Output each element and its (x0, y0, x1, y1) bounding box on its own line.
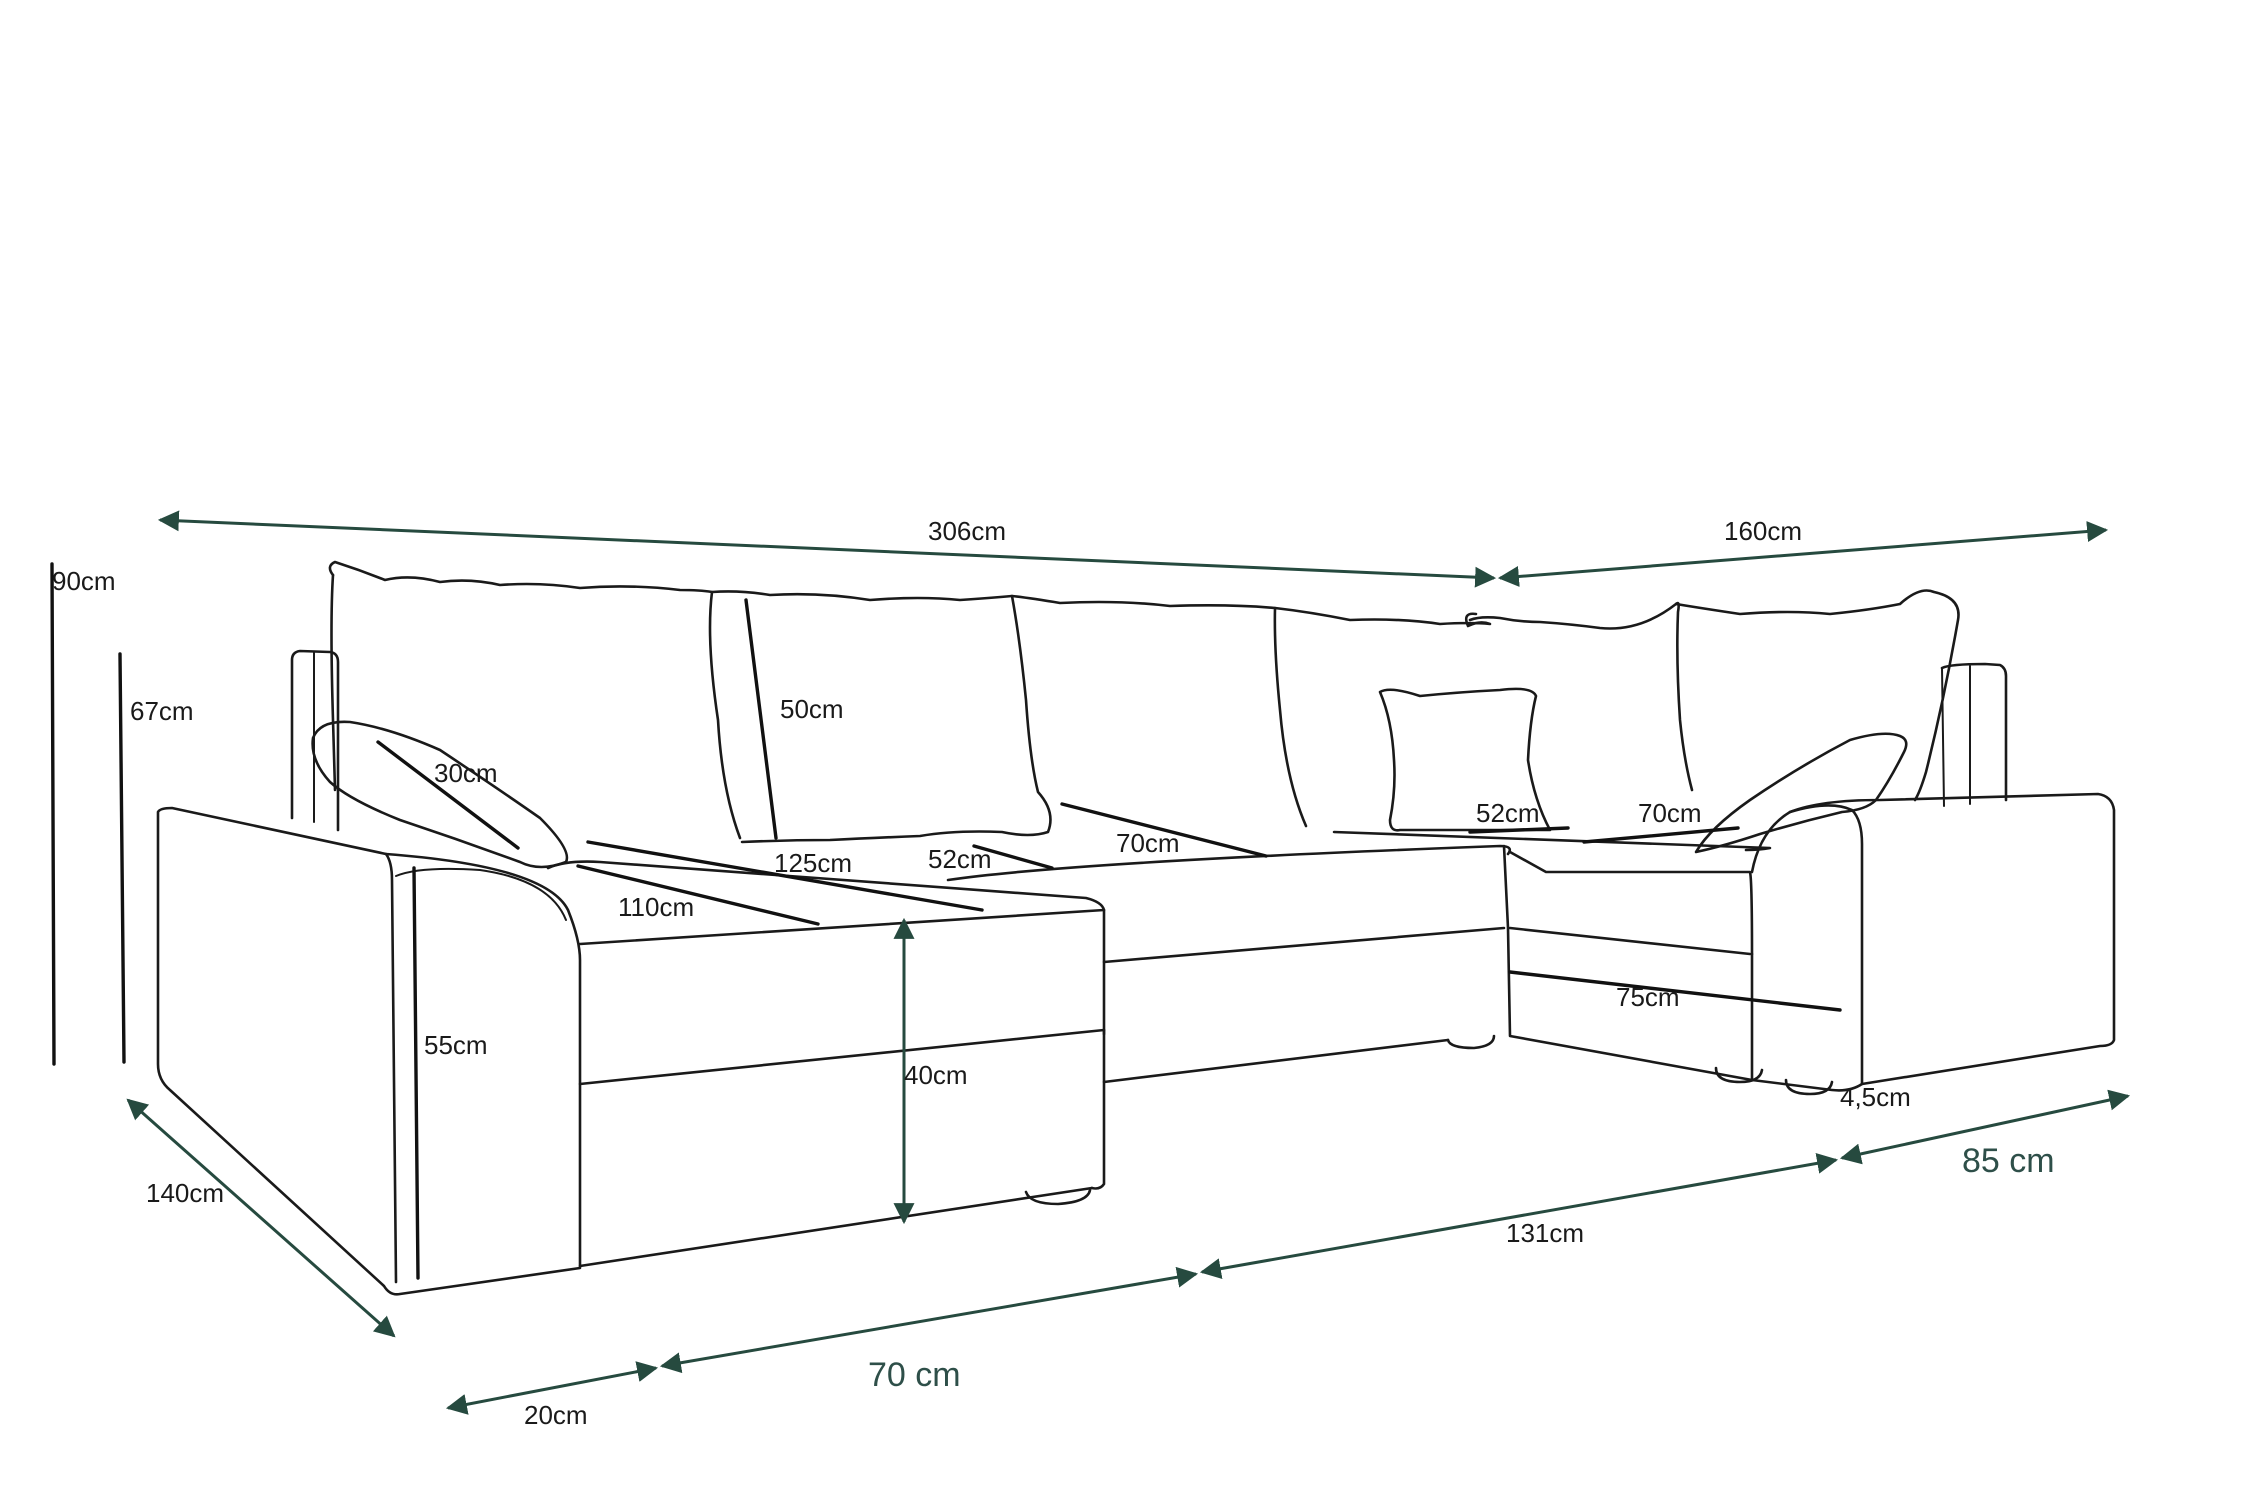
measure-backrest-height (118, 652, 126, 1064)
back-pillow-2 (710, 590, 1052, 844)
measure-lines (50, 562, 1842, 1280)
right-back-armrest-inner (1941, 665, 1971, 807)
right-chaise-top (1332, 830, 1772, 852)
left-chaise-base-line (578, 1028, 1106, 1086)
measure-total-height (50, 562, 56, 1066)
sofa-outline (156, 560, 2116, 1296)
left-chaise-top (546, 860, 1106, 1036)
right-front-armrest (1750, 804, 1864, 1092)
left-back-armrest (290, 649, 340, 832)
measure-seat-width-left (576, 864, 820, 926)
back-pillow-6 (1674, 589, 1960, 802)
measure-seat-depth-left (586, 840, 984, 912)
middle-seat-front (1102, 926, 1506, 964)
left-front-armrest-edge (384, 852, 398, 1284)
measure-pillow-small (376, 740, 520, 850)
arrow-middle-width (1199, 1152, 1839, 1280)
left-chaise-foot (1024, 1188, 1092, 1206)
left-chaise-front-right (1090, 1028, 1106, 1190)
right-chaise-seat-top (1508, 850, 1754, 956)
left-front-armrest-panel (395, 867, 567, 921)
label-pillow-small: 30cm (434, 758, 498, 788)
back-pillow-3 (1010, 594, 1308, 828)
label-side-length: 160cm (1724, 516, 1802, 546)
right-chaise-seat-line (1502, 844, 1754, 1082)
left-chaise-bottom (578, 1186, 1094, 1268)
left-chaise-seat-front (578, 908, 1106, 946)
measure-armrest-height (412, 866, 420, 1280)
middle-seat-top (946, 844, 1512, 882)
measure-backrest-depth-right (1468, 826, 1570, 834)
left-front-armrest (156, 806, 582, 1296)
arrow-overall-length (157, 510, 1497, 588)
label-seat-width-left: 110cm (618, 892, 694, 922)
middle-base-bottom (1102, 1038, 1450, 1084)
arrow-chaise-width-left (659, 1266, 1199, 1374)
label-backrest-depth-right: 52cm (1476, 798, 1540, 828)
label-backrest-height: 67cm (130, 696, 194, 726)
label-middle-width: 131cm (1506, 1218, 1584, 1248)
dimension-arrows (126, 510, 2131, 1415)
arrow-side-length (1497, 521, 2109, 587)
measure-chaise-length (1508, 970, 1842, 1012)
middle-foot (1446, 1034, 1496, 1050)
label-chaise-length: 75cm (1616, 982, 1680, 1012)
measure-seat-depth-mid (1060, 802, 1268, 858)
label-armrest-height: 55cm (424, 1030, 488, 1060)
arrow-chaise-width-right (1839, 1089, 2131, 1165)
label-total-height: 90cm (52, 566, 116, 596)
right-chaise-front (1508, 926, 1752, 956)
label-foot-height: 4,5cm (1840, 1082, 1911, 1112)
arrow-depth-left (126, 1098, 396, 1338)
right-front-armrest-top (1788, 792, 2116, 1086)
label-chaise-width-right: 85 cm (1962, 1142, 2055, 1180)
label-overall-length: 306cm (928, 516, 1006, 546)
back-pillow-5 (1468, 601, 1694, 792)
dimension-labels: 306cm 160cm 90cm 67cm 50cm 30cm 125cm 11… (52, 516, 2055, 1430)
small-pillow-right (1694, 732, 1908, 854)
back-pillow-4 (1273, 606, 1492, 628)
measure-pillow-large (744, 598, 778, 840)
measure-seat-depth-right (1582, 826, 1740, 844)
back-pillow-1-left (330, 573, 337, 792)
label-depth-left: 140cm (146, 1178, 224, 1208)
right-feet (1714, 1066, 1834, 1096)
arrow-armrest-width (445, 1361, 659, 1415)
label-armrest-width: 20cm (524, 1400, 588, 1430)
label-pillow-large-height: 50cm (780, 694, 844, 724)
label-seat-depth-mid: 70cm (1116, 828, 1180, 858)
label-chaise-width-left: 70 cm (868, 1356, 961, 1394)
label-seat-depth-right: 70cm (1638, 798, 1702, 828)
label-seat-depth-left: 125cm (774, 848, 852, 878)
back-pillow-1 (328, 560, 742, 840)
label-backrest-depth-left: 52cm (928, 844, 992, 874)
label-seat-height: 40cm (904, 1060, 968, 1090)
right-back-armrest (1940, 662, 2008, 802)
measure-backrest-depth-left (972, 844, 1054, 870)
